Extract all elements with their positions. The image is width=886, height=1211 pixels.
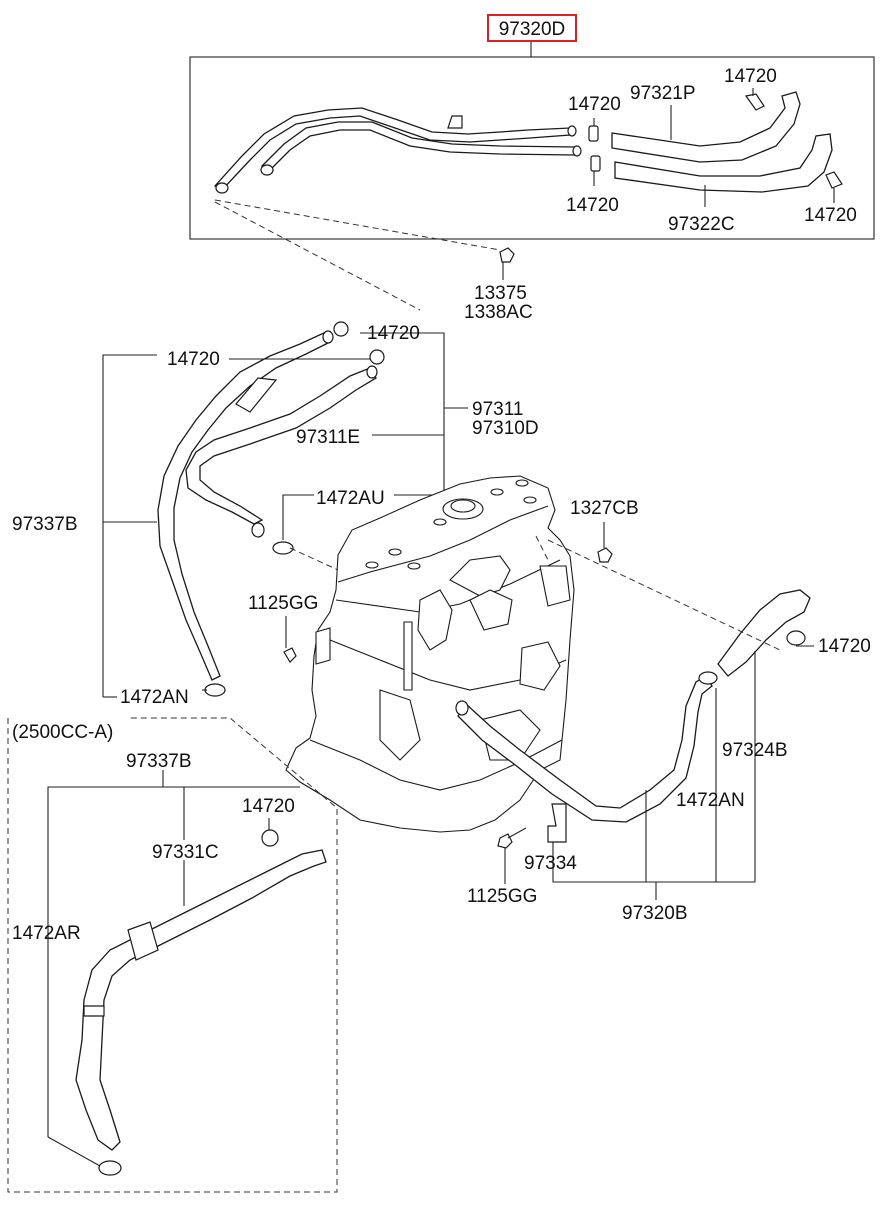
label-97311e: 97311E xyxy=(296,427,360,448)
clip-icon xyxy=(786,630,806,646)
clamp-icon xyxy=(98,1160,122,1176)
label-14720-b: 14720 xyxy=(724,66,777,87)
clip-icon xyxy=(744,93,765,111)
label-97321p: 97321P xyxy=(630,83,696,104)
top-assembly-group xyxy=(189,14,875,263)
bracket-icon xyxy=(547,803,567,843)
label-1125gg-b: 1125GG xyxy=(467,886,537,907)
bolt-icon xyxy=(499,247,515,263)
label-97337b: 97337B xyxy=(12,514,78,535)
label-14720-e: 14720 xyxy=(367,323,420,344)
highlight-box xyxy=(487,14,577,42)
bolt-icon xyxy=(497,827,527,849)
label-1472au: 1472AU xyxy=(316,488,385,509)
label-1125gg-a: 1125GG xyxy=(248,593,318,614)
middle-hose-group xyxy=(157,321,385,697)
label-97334: 97334 xyxy=(524,853,577,874)
label-1338ac: 1338AC xyxy=(464,302,533,323)
label-14720-f: 14720 xyxy=(167,349,220,370)
clip-icon xyxy=(590,155,601,172)
label-variant: (2500CC-A) xyxy=(12,722,113,743)
clip-icon xyxy=(369,349,385,365)
clip-icon xyxy=(333,321,349,337)
label-97320d: 97320D xyxy=(499,19,566,40)
clamp-icon xyxy=(698,671,718,685)
label-14720-h: 14720 xyxy=(242,796,295,817)
label-14720-c: 14720 xyxy=(566,195,619,216)
label-97310d: 97310D xyxy=(472,418,539,439)
label-97324b: 97324B xyxy=(722,740,788,761)
label-1472ar: 1472AR xyxy=(12,923,81,944)
label-97320b: 97320B xyxy=(622,903,688,924)
label-1327cb: 1327CB xyxy=(570,498,639,519)
nut-icon xyxy=(597,547,613,563)
clamp-icon xyxy=(204,683,226,697)
label-1472an-a: 1472AN xyxy=(120,687,189,708)
label-97331c: 97331C xyxy=(152,842,219,863)
label-97311: 97311 xyxy=(472,399,523,420)
engine-block xyxy=(285,475,613,833)
label-97337b-b: 97337B xyxy=(126,751,192,772)
label-14720-g: 14720 xyxy=(818,636,871,657)
clip-icon xyxy=(261,829,279,847)
clip-icon xyxy=(588,125,599,142)
clip-icon xyxy=(825,171,843,189)
clamp-icon xyxy=(272,541,294,555)
label-14720-d: 14720 xyxy=(804,205,857,226)
bolt-icon xyxy=(283,647,297,663)
label-1472an-b: 1472AN xyxy=(676,790,745,811)
label-97322c: 97322C xyxy=(668,214,735,235)
label-14720-a: 14720 xyxy=(568,94,621,115)
label-13375: 13375 xyxy=(474,283,527,304)
right-hose-group xyxy=(455,589,811,849)
variant-box-group xyxy=(7,717,338,1193)
assembly-box-top xyxy=(189,56,875,240)
